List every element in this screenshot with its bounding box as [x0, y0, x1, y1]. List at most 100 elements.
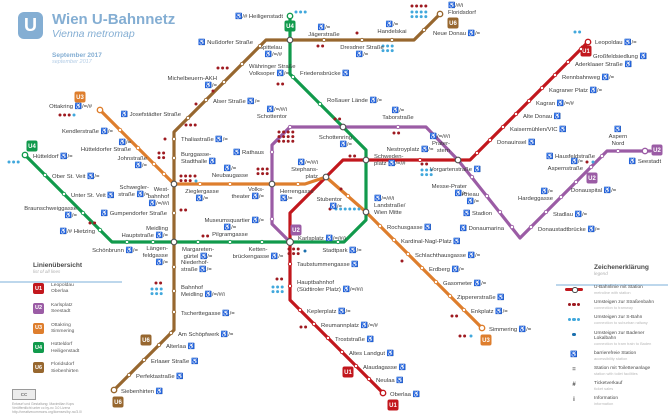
- station-label: Schlachthausgasse ♿/=: [415, 251, 481, 259]
- svg-text:U4: U4: [28, 144, 36, 150]
- station-label: Kagran ♿/=/#: [536, 99, 575, 107]
- station-siebenhirten: Siebenhirten ♿: [110, 386, 164, 395]
- tram-connection-dots: [585, 160, 589, 164]
- line-badge-U4: U4: [26, 140, 38, 152]
- station-label: ♿ Rathaus: [233, 148, 264, 156]
- station-zieglergasse: Zieglergasse♿/=: [185, 181, 220, 202]
- station-simmering: Simmering ♿/=: [478, 324, 532, 333]
- station-label: ♿/=: [467, 197, 480, 205]
- tram-connection-dots: [355, 31, 359, 35]
- station-reumannplatz: Reumannplatz ♿/=/#: [311, 321, 379, 329]
- station-label: Dresdner Straße: [340, 45, 384, 51]
- station-label: ♿/=: [156, 258, 169, 266]
- station-label: Messe-Prater: [432, 184, 467, 190]
- line-badge-U6: U6: [112, 396, 124, 408]
- station-label: Oberlaa ♿: [390, 390, 421, 398]
- svg-text:U3: U3: [76, 95, 84, 101]
- station-label: Michelbeuern-AKH: [168, 76, 217, 82]
- station-label: Meidling ♿/=/#/i: [181, 290, 225, 298]
- station-label: Währinger Straße: [249, 64, 296, 70]
- station-label: Krieau: [462, 192, 479, 198]
- station-label: Johnstraße: [118, 156, 148, 162]
- station-label: Siebenhirten ♿: [121, 387, 164, 395]
- station-label: Neubaugasse: [212, 173, 249, 179]
- svg-text:U1: U1: [344, 370, 352, 376]
- license-credit: CC Entwurf und Gestaltung: Maximilian Ko…: [12, 389, 82, 415]
- station-label: Schönbrunn ♿/=: [92, 246, 138, 254]
- station-label: ♿/=/#: [265, 50, 283, 58]
- tram-connection-dots: [275, 277, 284, 281]
- station-schoenbrunn: Schönbrunn ♿/=: [92, 239, 138, 254]
- station-label: Kagraner Platz ♿/=: [549, 86, 603, 94]
- line-badge-U3: U3: [480, 334, 492, 346]
- station-laengenfeldgasse: Längen-feldgasse♿/=: [143, 238, 178, 266]
- sbahn-connection-dots: [334, 207, 361, 211]
- station-label: ♿ Nußdorfer Straße: [198, 38, 254, 46]
- station-label: Alte Donau ♿: [523, 112, 562, 120]
- station-zippererstrasse: Zippererstraße ♿: [447, 293, 505, 301]
- station-label: Thaliastraße ♿/=: [181, 135, 228, 143]
- symbol-label-de: Information: [594, 396, 618, 402]
- station-gumpendorfer-strasse: ♿ Gumpendorfer Straße: [101, 209, 177, 217]
- station-karlsplatz: Karlsplatz ♿/=/#/i: [286, 234, 346, 246]
- station-label: Kendlerstraße ♿/=: [62, 127, 114, 135]
- station-label: ♿/=/#/i: [149, 199, 169, 207]
- station-josefstaedter-strasse: ♿ Josefstädter Straße: [121, 110, 191, 121]
- station-label: Zippererstraße ♿: [457, 293, 505, 301]
- wheelchair-icon: ♿: [570, 351, 578, 358]
- station-label: Schwegler-: [120, 185, 150, 191]
- symbol-label-en: accessibility station: [594, 355, 628, 361]
- station-label: ♿/=: [318, 23, 331, 31]
- station-label: Jägerstraße: [308, 32, 340, 38]
- tram-connection-dots: [184, 123, 197, 127]
- sbahn-connection-dots: [271, 285, 284, 294]
- symbol-label-de: Ticketverkauf: [594, 381, 623, 387]
- station-label: Hütteldorfer Straße: [81, 147, 132, 153]
- sbahn-connection-dots: [150, 287, 163, 296]
- station-label: Prater-: [432, 141, 450, 147]
- u4-badge-icon: U4: [33, 342, 44, 354]
- station-dresdner-strasse: Dresdner Straße♿/=: [340, 37, 384, 58]
- station-westbahnhof: West-bahnhof♿/=/#/i: [148, 180, 178, 207]
- station-label: Landstraße/: [374, 203, 406, 209]
- station-label: Vorgartenstraße ♿: [430, 165, 482, 173]
- station-label: Floridsdorf: [448, 10, 476, 16]
- station-label: Alser Straße ♿/=: [213, 97, 260, 105]
- station-label: Aderklaaer Straße ♿: [575, 60, 632, 68]
- tram-connection-dots: [163, 137, 167, 141]
- svg-text:U1: U1: [582, 49, 590, 55]
- u3-badge-icon: U3: [33, 322, 44, 334]
- station-neubaugasse: ♿/=Neubaugasse: [212, 164, 249, 187]
- station-neue-donau: Neue Donau ♿/=: [421, 27, 481, 37]
- station-label: Schweden-: [374, 154, 404, 160]
- tram-connection-dots: [450, 314, 459, 318]
- station-erlaaer-strasse: Erlaaer Straße ♿: [141, 357, 199, 365]
- station-keplerplatz: Keplerplatz ♿/=: [297, 307, 351, 315]
- station-label: ♿/=: [340, 140, 353, 148]
- station-stubentor: Stubentor♿/=: [316, 193, 351, 210]
- symbol-label-en: metroline with station: [594, 290, 631, 295]
- tram-connection-dots: [420, 162, 429, 166]
- station-huetteldorf: Hütteldorf ♿/=: [21, 151, 73, 160]
- station-friedensbruecke: Friedensbrücke ♿: [290, 69, 350, 80]
- station-label: ♿/# Heiligenstadt: [235, 12, 283, 20]
- station-label: Herrengasse: [280, 189, 314, 195]
- station-label: Aspern: [609, 134, 628, 140]
- station-label: Keplerplatz ♿/=: [307, 307, 351, 315]
- line-badge-U6: U6: [447, 17, 459, 29]
- station-kaisermuehlen-vic: Kaisermühlen/VIC ♿: [500, 124, 567, 133]
- line-badge-U1: U1: [342, 366, 354, 378]
- station-label: Unter St. Veit ♿: [71, 191, 115, 199]
- station-troststrasse: Troststraße ♿: [325, 335, 375, 343]
- station-stadlau: Stadlau ♿/=: [543, 209, 588, 218]
- tram-connection-dots: [299, 325, 308, 329]
- station-messe-prater: Messe-Prater♿/=: [432, 174, 475, 197]
- station-hauptbahnhof: Hauptbahnhof(Südtiroler Platz) ♿/=/#/i: [287, 280, 363, 293]
